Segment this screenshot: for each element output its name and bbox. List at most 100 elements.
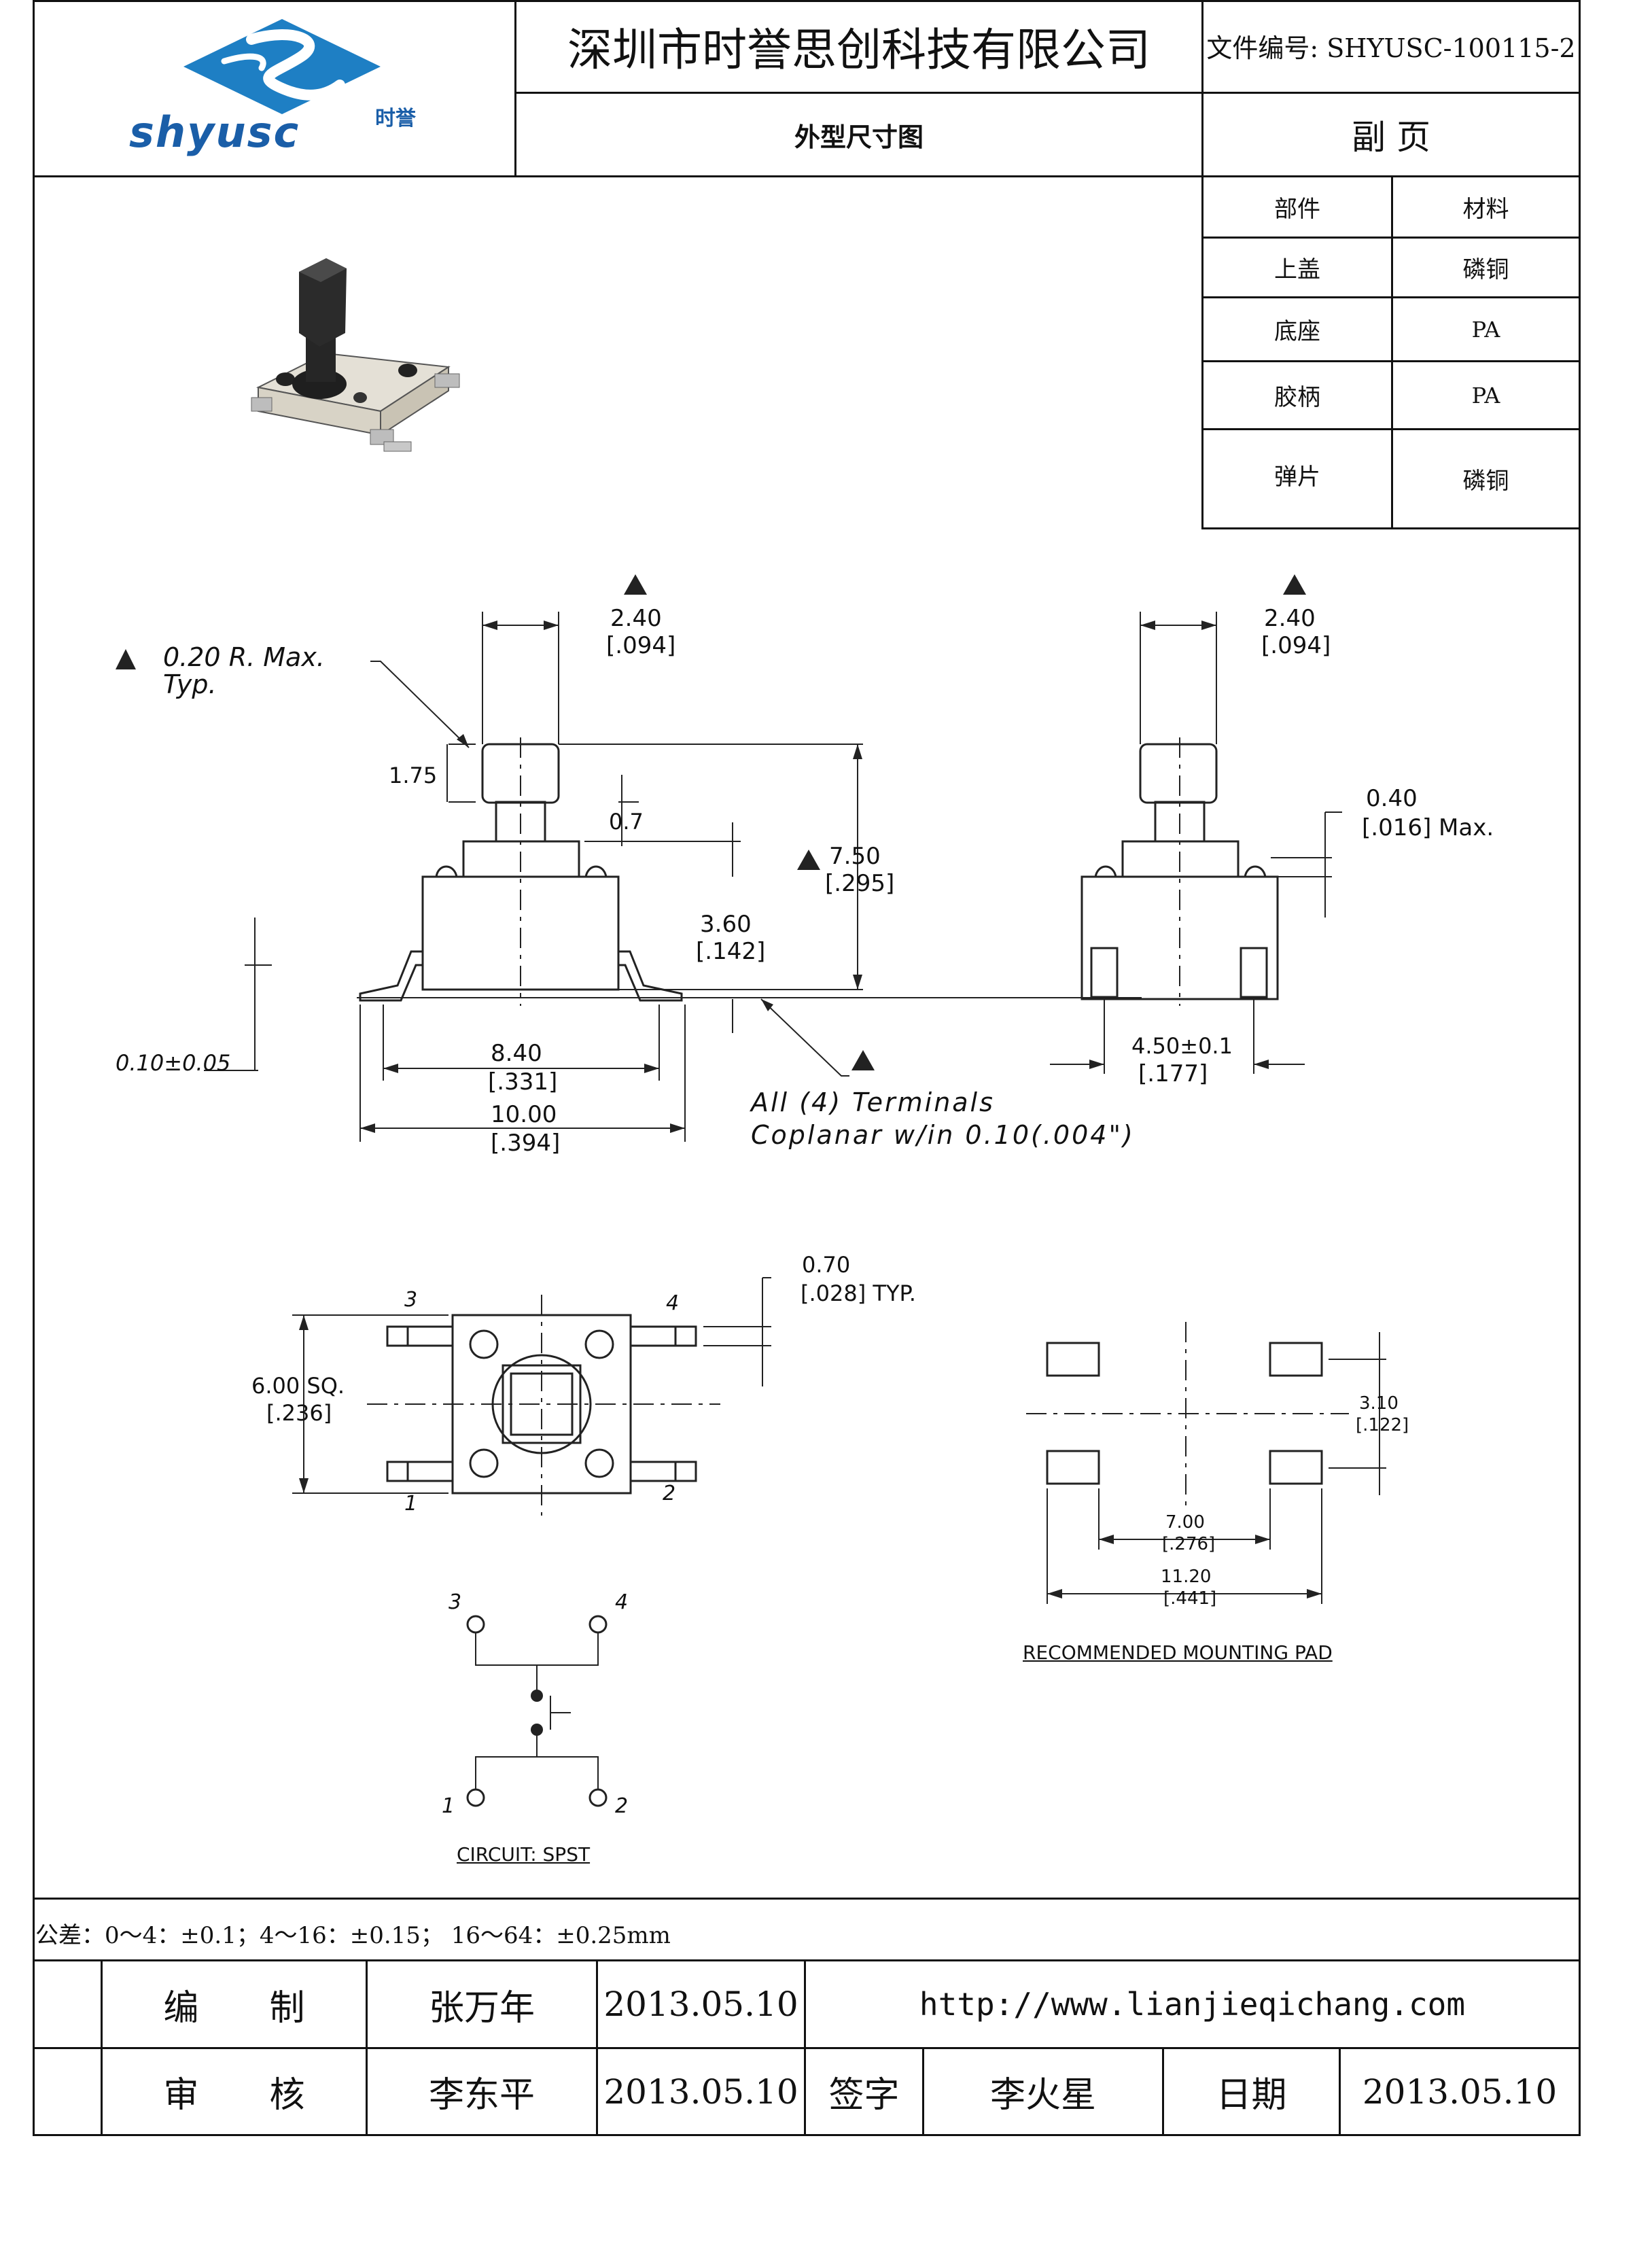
pad-outer-x: 11.20 — [1161, 1567, 1212, 1587]
pad-outer-x-in: [.441] — [1163, 1588, 1217, 1609]
mat-table-left — [1201, 175, 1203, 529]
page-label: 副 页 — [1352, 118, 1430, 157]
body-height-in: [.142] — [696, 938, 766, 965]
mat-header-material: 材料 — [1462, 196, 1509, 223]
body-width-in: [.331] — [488, 1068, 558, 1096]
terminal-pitch-in: [.177] — [1138, 1060, 1208, 1087]
drawing-title: 外型尺寸图 — [794, 121, 924, 152]
header-div-1 — [514, 0, 516, 175]
footer-name-review: 李东平 — [428, 2075, 535, 2116]
body-size-in: [.236] — [266, 1400, 332, 1426]
footer-url: http://www.lianjieqichang.com — [919, 1986, 1466, 2023]
lead-width-in: [.028] TYP. — [801, 1280, 916, 1306]
total-height-in: [.295] — [825, 870, 895, 897]
front-stem-width: 2.40 — [610, 605, 662, 632]
top-pin-1: 1 — [404, 1492, 418, 1516]
mat-table-bottom — [1201, 527, 1581, 529]
circuit-pin-3: 3 — [449, 1590, 462, 1614]
mat-row-material: 磷铜 — [1462, 468, 1509, 495]
footer-date-prepared: 2013.05.10 — [603, 1985, 798, 2024]
lead-width: 0.70 — [802, 1252, 851, 1278]
side-cap — [1139, 743, 1218, 804]
doc-number: 文件编号: SHYUSC-100115-2 — [1206, 33, 1576, 63]
front-terminal-left — [359, 950, 423, 1002]
logo-cn: 时誉 — [375, 107, 416, 130]
warning-triangle-icon — [1283, 574, 1306, 595]
mat-table-line-1 — [1201, 237, 1581, 239]
footer-div-7 — [1339, 2047, 1341, 2136]
mat-row-part: 胶柄 — [1274, 384, 1320, 411]
radius-note: 0.20 R. Max. — [163, 642, 325, 672]
footer-bottom-line — [33, 2134, 1581, 2136]
mat-table-mid — [1391, 175, 1393, 529]
frame-left — [33, 0, 35, 2135]
pad-tl — [1046, 1342, 1100, 1377]
mat-row-part: 弹片 — [1274, 463, 1320, 491]
frame-right — [1579, 0, 1581, 2135]
side-stem-width-in: [.094] — [1261, 632, 1331, 659]
front-terminal-right — [618, 950, 683, 1002]
side-clearance-in: [.016] Max. — [1362, 814, 1494, 841]
warning-triangle-icon — [797, 850, 820, 870]
footer-div-6 — [1162, 2047, 1164, 2136]
footer-div-4 — [804, 1959, 806, 2136]
pad-br — [1269, 1450, 1323, 1485]
radius-typ: Typ. — [163, 669, 217, 699]
warning-triangle-icon — [851, 1050, 875, 1070]
cap-height: 1.75 — [389, 763, 438, 788]
pad-bl — [1046, 1450, 1100, 1485]
footer-div-3 — [596, 1959, 598, 2136]
footer-top-line — [33, 1959, 1581, 1961]
footer-sign-label: 签字 — [828, 2075, 900, 2116]
footer-date-label: 日期 — [1216, 2075, 1287, 2116]
circuit-pin-1: 1 — [442, 1794, 455, 1818]
side-clearance: 0.40 — [1366, 785, 1418, 812]
company-name: 深圳市时誉思创科技有限公司 — [567, 23, 1150, 76]
footer-mid-line — [33, 2047, 1581, 2049]
mat-row-part: 底座 — [1274, 318, 1320, 345]
body-height: 3.60 — [700, 911, 752, 938]
side-stem-width: 2.40 — [1264, 605, 1316, 632]
mat-row-part: 上盖 — [1274, 256, 1320, 283]
standoff-dim: 0.10±0.05 — [116, 1050, 231, 1076]
mat-table-line-3 — [1201, 360, 1581, 362]
coplanar-note-1: All (4) Terminals — [751, 1087, 995, 1117]
overall-width: 10.00 — [491, 1101, 557, 1128]
top-pin-3: 3 — [404, 1288, 418, 1312]
neck-dim: 0.7 — [609, 809, 644, 835]
circuit-caption: CIRCUIT: SPST — [457, 1843, 591, 1866]
side-collar — [1121, 840, 1240, 878]
pad-caption: RECOMMENDED MOUNTING PAD — [1023, 1641, 1333, 1664]
overall-width-in: [.394] — [491, 1130, 561, 1157]
pad-inner-x-in: [.276] — [1162, 1534, 1216, 1554]
total-height: 7.50 — [829, 843, 881, 870]
tolerance-note: 公差：0～4：±0.1；4～16：±0.15； 16～64：±0.25mm — [35, 1922, 671, 1949]
side-terminal-left — [1090, 947, 1119, 998]
logo-mark-icon — [183, 19, 381, 114]
header-div-2 — [1201, 0, 1203, 175]
frame-top — [33, 0, 1581, 2]
footer-div-1 — [101, 1959, 103, 2136]
footer-label-prepared: 编 制 — [163, 1987, 305, 2029]
side-terminal-right — [1240, 947, 1268, 998]
coplanar-note-2: Coplanar w/in 0.10(.004") — [751, 1120, 1135, 1150]
circuit-pin-4: 4 — [615, 1590, 629, 1614]
pad-inner-x: 7.00 — [1165, 1512, 1205, 1533]
mat-row-material: PA — [1471, 382, 1500, 408]
footer-date-review: 2013.05.10 — [603, 2072, 798, 2112]
footer-signer: 李火星 — [989, 2075, 1096, 2116]
company-logo: shyusc 时誉 — [122, 14, 442, 157]
mat-row-material: PA — [1471, 316, 1500, 343]
warning-triangle-icon — [624, 574, 647, 595]
top-pin-2: 2 — [663, 1482, 676, 1505]
header-bottom-line — [33, 175, 1581, 177]
footer-name-prepared: 张万年 — [428, 1987, 535, 2029]
top-pin-4: 4 — [666, 1291, 680, 1315]
footer-div-5 — [922, 2047, 924, 2136]
tolerance-top-line — [33, 1898, 1581, 1900]
body-width: 8.40 — [491, 1040, 542, 1067]
front-collar — [462, 840, 580, 878]
pad-pitch-y-in: [.122] — [1356, 1415, 1409, 1435]
footer-sign-date: 2013.05.10 — [1362, 2072, 1558, 2112]
